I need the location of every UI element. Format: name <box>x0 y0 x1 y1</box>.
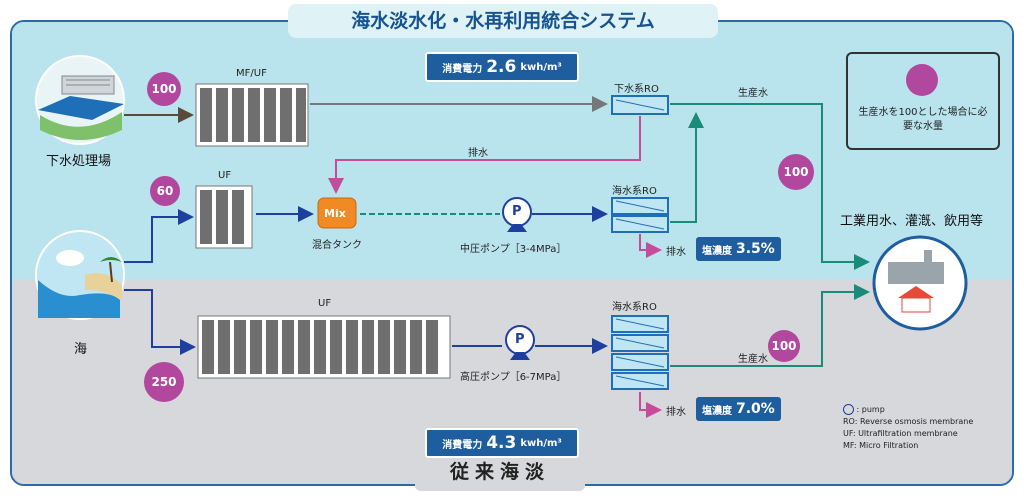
sea-label: 海 <box>74 342 88 357</box>
power-top-label: 消費電力 <box>442 63 483 75</box>
abbreviation-ro: RO: Reverse osmosis membrane <box>843 417 974 426</box>
sea-ro-unit-bottom <box>611 315 669 390</box>
power-top-value: 2.6 <box>486 57 517 77</box>
sewage-plant-label: 下水処理場 <box>46 154 112 169</box>
drain-top-label: 排水 <box>468 148 488 159</box>
legend-quantity-dot <box>906 64 938 96</box>
pump-high-label: 高圧ポンプ［6-7MPa］ <box>460 372 567 383</box>
flow-ro-drain-to-mix <box>328 116 641 194</box>
sea-ro-unit-top <box>611 197 669 233</box>
quantity-product-top: 100 <box>778 154 814 190</box>
pump-mid-label: 中圧ポンプ［3-4MPa］ <box>460 244 567 255</box>
mfuf-label: MF/UF <box>236 68 267 79</box>
flow-sea-to-uf-bottom <box>124 289 196 355</box>
sewage-ro-label: 下水系RO <box>614 84 659 95</box>
pump-high-symbol: P <box>515 332 525 347</box>
salinity-bottom-value: 7.0% <box>736 401 775 417</box>
quantity-sea-bottom: 250 <box>144 362 184 402</box>
diagram-title: 海水淡水化・水再利用統合システム <box>288 4 718 38</box>
mix-badge-label: Mix <box>324 207 346 220</box>
drain-mid-label: 排水 <box>666 247 686 258</box>
abbreviation-uf: UF: Ultrafiltration membrane <box>843 429 958 438</box>
drain-bottom-label: 排水 <box>666 407 686 418</box>
legend-box: 生産水を100とした場合に必要な水量 <box>846 52 1000 150</box>
sewage-ro-unit <box>611 95 669 115</box>
sea-icon <box>35 230 125 320</box>
quantity-sea-top: 60 <box>150 176 180 206</box>
salinity-top-value: 3.5% <box>736 241 775 257</box>
destination-label: 工業用水、灌漑、飲用等 <box>840 214 984 229</box>
flow-sea-ro-to-product <box>670 112 704 223</box>
product-bottom-label: 生産水 <box>738 354 768 365</box>
uf-module-bottom <box>197 315 451 379</box>
quantity-product-bottom: 100 <box>768 330 800 362</box>
salinity-bottom-label: 塩濃度 <box>702 405 732 417</box>
flow-product-to-destination-top <box>670 103 870 270</box>
salinity-top-badge: 塩濃度 3.5% <box>696 237 781 261</box>
destination-icon <box>872 235 968 331</box>
abbreviation-pump: : pump <box>843 404 973 416</box>
power-bottom-label: 消費電力 <box>442 439 483 451</box>
uf-bottom-label: UF <box>318 298 332 309</box>
pump-high-icon <box>505 325 535 360</box>
salinity-bottom-badge: 塩濃度 7.0% <box>696 397 781 421</box>
mfuf-module <box>195 83 309 147</box>
power-bottom-badge: 消費電力 4.3 kwh/m³ <box>425 428 579 458</box>
legend-text: 生産水を100とした場合に必要な水量 <box>858 107 988 132</box>
mix-tank-label: 混合タンク <box>312 240 362 251</box>
product-top-label: 生産水 <box>738 88 768 99</box>
power-top-badge: 消費電力 2.6 kwh/m³ <box>425 52 579 82</box>
power-top-unit: kwh/m³ <box>520 61 562 73</box>
uf-module-top <box>195 185 253 249</box>
mix-tank-icon <box>317 197 357 229</box>
flow-sea-ro-drain-bottom <box>639 392 662 418</box>
salinity-top-label: 塩濃度 <box>702 245 732 257</box>
flow-sea-to-uf-top <box>124 209 194 263</box>
quantity-sewage: 100 <box>147 72 181 106</box>
power-bottom-value: 4.3 <box>486 433 517 453</box>
sewage-plant-icon <box>35 55 125 145</box>
pump-mid-icon <box>502 197 532 232</box>
uf-top-label: UF <box>218 170 232 181</box>
sea-ro-top-label: 海水系RO <box>612 186 657 197</box>
abbreviation-list: : pump RO: Reverse osmosis membrane UF: … <box>843 404 973 452</box>
flow-product-to-destination-bottom <box>670 284 870 367</box>
abbreviation-mf: MF: Micro Filtration <box>843 441 919 450</box>
pump-mid-symbol: P <box>512 204 522 219</box>
sea-ro-bottom-label: 海水系RO <box>612 302 657 313</box>
flow-sea-ro-drain-top <box>639 234 662 258</box>
power-bottom-unit: kwh/m³ <box>520 437 562 449</box>
conventional-label: 従来海淡 <box>415 455 585 491</box>
